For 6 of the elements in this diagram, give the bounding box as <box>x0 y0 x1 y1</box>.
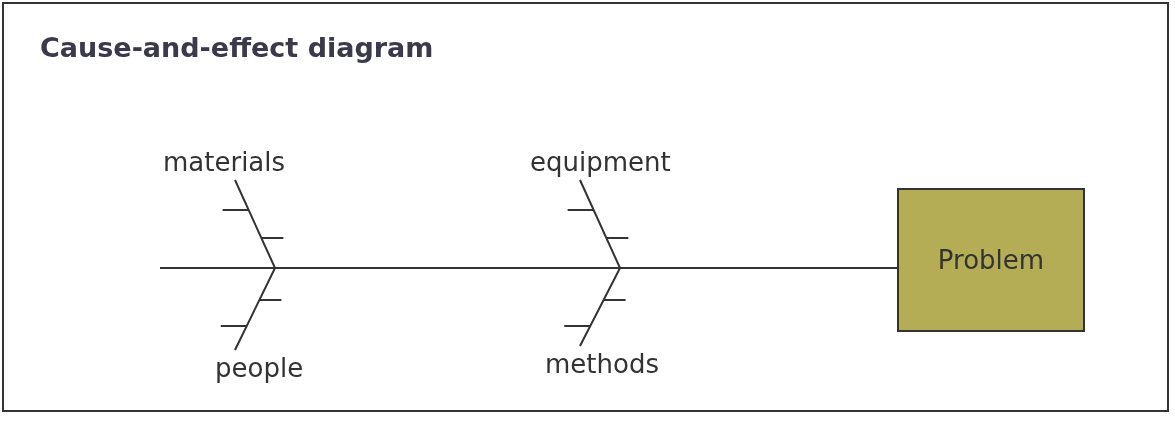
cause-label: equipment <box>530 146 671 178</box>
cause-label: people <box>215 352 304 384</box>
effect-box: Problem <box>897 188 1085 332</box>
cause-label: methods <box>545 348 659 380</box>
diagram-title: Cause-and-effect diagram <box>40 32 434 63</box>
cause-label: materials <box>163 146 286 178</box>
